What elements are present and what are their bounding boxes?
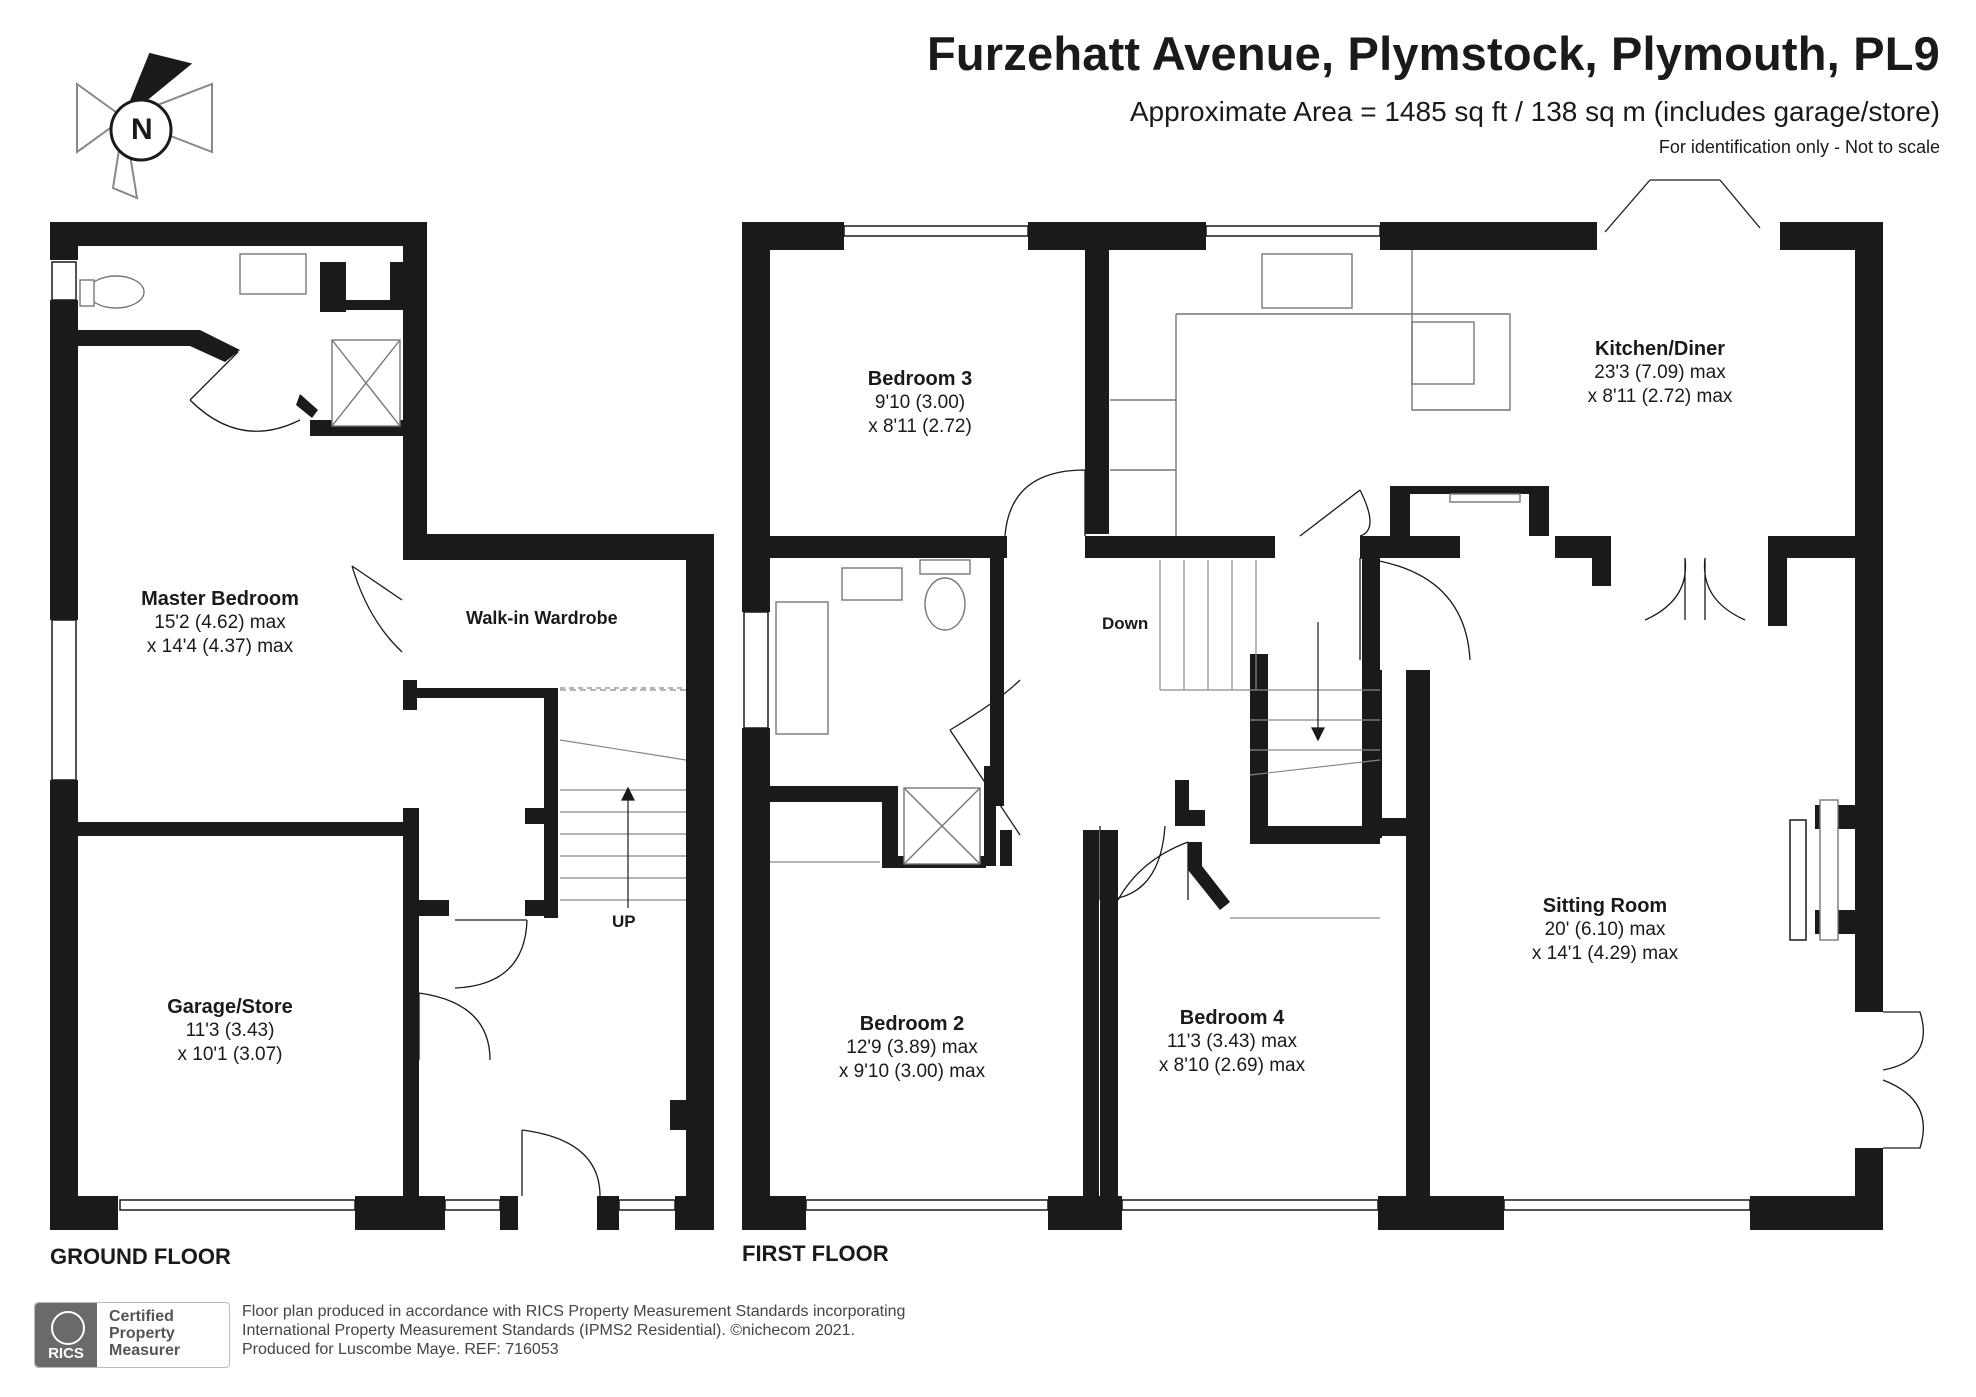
room-dim: x 10'1 (3.07)	[177, 1044, 283, 1065]
room-name: Kitchen/Diner	[1594, 338, 1726, 360]
room-name: Bedroom 3	[867, 368, 973, 390]
room-name: Bedroom 2	[859, 1013, 965, 1035]
sink-icon	[1261, 253, 1353, 309]
room-dim: x 8'10 (2.69) max	[1158, 1055, 1306, 1076]
footer-line: International Property Measurement Stand…	[242, 1322, 855, 1339]
footer-line: Produced for Luscombe Maye. REF: 716053	[242, 1341, 559, 1358]
room-name: Garage/Store	[167, 996, 293, 1018]
bath-icon	[775, 601, 829, 735]
room-dim: 20' (6.10) max	[1544, 919, 1666, 940]
rics-certified-badge: RICS Certified Property Measurer	[34, 1302, 230, 1368]
toilet-icon	[924, 577, 966, 631]
room-walk-in-wardrobe: Walk-in Wardrobe	[466, 608, 618, 628]
toilet-icon	[87, 275, 145, 309]
hob-icon	[1411, 321, 1475, 385]
compass-letter: N	[131, 113, 153, 146]
ground-floor-label: GROUND FLOOR	[50, 1244, 231, 1269]
room-dim: 11'3 (3.43)	[185, 1020, 275, 1041]
room-dim: 15'2 (4.62) max	[154, 612, 286, 633]
wardrobe-lines	[560, 687, 1380, 919]
room-kitchen-diner: Kitchen/Diner 23'3 (7.09) max x 8'11 (2.…	[1588, 337, 1733, 409]
footer-credits: Floor plan produced in accordance with R…	[242, 1302, 905, 1359]
property-address: Furzehatt Avenue, Plymstock, Plymouth, P…	[926, 27, 1940, 80]
room-bedroom-3: Bedroom 3 9'10 (3.00) x 8'11 (2.72)	[868, 367, 972, 439]
rics-logo: RICS	[35, 1303, 97, 1367]
room-garage-store: Garage/Store 11'3 (3.43) x 10'1 (3.07)	[167, 995, 293, 1067]
doors	[189, 179, 1924, 1197]
footer-line: Floor plan produced in accordance with R…	[242, 1303, 906, 1320]
first-floor-label: FIRST FLOOR	[742, 1241, 889, 1266]
badge-text: Certified Property Measurer	[109, 1308, 181, 1359]
room-dim: x 8'11 (2.72) max	[1587, 386, 1733, 407]
room-dim: x 14'1 (4.29) max	[1531, 943, 1679, 964]
compass-north-icon	[76, 52, 213, 200]
basin-icon	[239, 253, 307, 295]
room-name: Master Bedroom	[141, 588, 299, 610]
room-bedroom-4: Bedroom 4 11'3 (3.43) max x 8'10 (2.69) …	[1159, 1006, 1305, 1078]
room-master-bedroom: Master Bedroom 15'2 (4.62) max x 14'4 (4…	[141, 587, 299, 659]
fixtures	[79, 250, 1839, 941]
approximate-area: Approximate Area = 1485 sq ft / 138 sq m…	[1129, 96, 1940, 127]
windows	[51, 225, 1807, 1211]
scale-note: For identification only - Not to scale	[1658, 137, 1940, 157]
room-dim: x 8'11 (2.72)	[868, 416, 972, 437]
room-dim: 9'10 (3.00)	[874, 392, 966, 413]
room-dim: 23'3 (7.09) max	[1594, 362, 1726, 383]
basin-icon	[841, 567, 903, 601]
ground-floor-walls	[50, 222, 714, 1230]
room-dim: x 14'4 (4.37) max	[146, 636, 294, 657]
stairs-up-label: UP	[612, 912, 636, 931]
room-dim: x 9'10 (3.00) max	[838, 1061, 986, 1082]
stairs-down-label: Down	[1102, 614, 1149, 633]
room-sitting-room: Sitting Room 20' (6.10) max x 14'1 (4.29…	[1532, 894, 1678, 966]
room-dim: 11'3 (3.43) max	[1166, 1031, 1298, 1052]
room-name: Bedroom 4	[1179, 1007, 1285, 1029]
room-name: Sitting Room	[1542, 895, 1668, 917]
room-dim: 12'9 (3.89) max	[846, 1037, 978, 1058]
room-bedroom-2: Bedroom 2 12'9 (3.89) max x 9'10 (3.00) …	[839, 1012, 985, 1084]
stairs	[559, 560, 1381, 908]
